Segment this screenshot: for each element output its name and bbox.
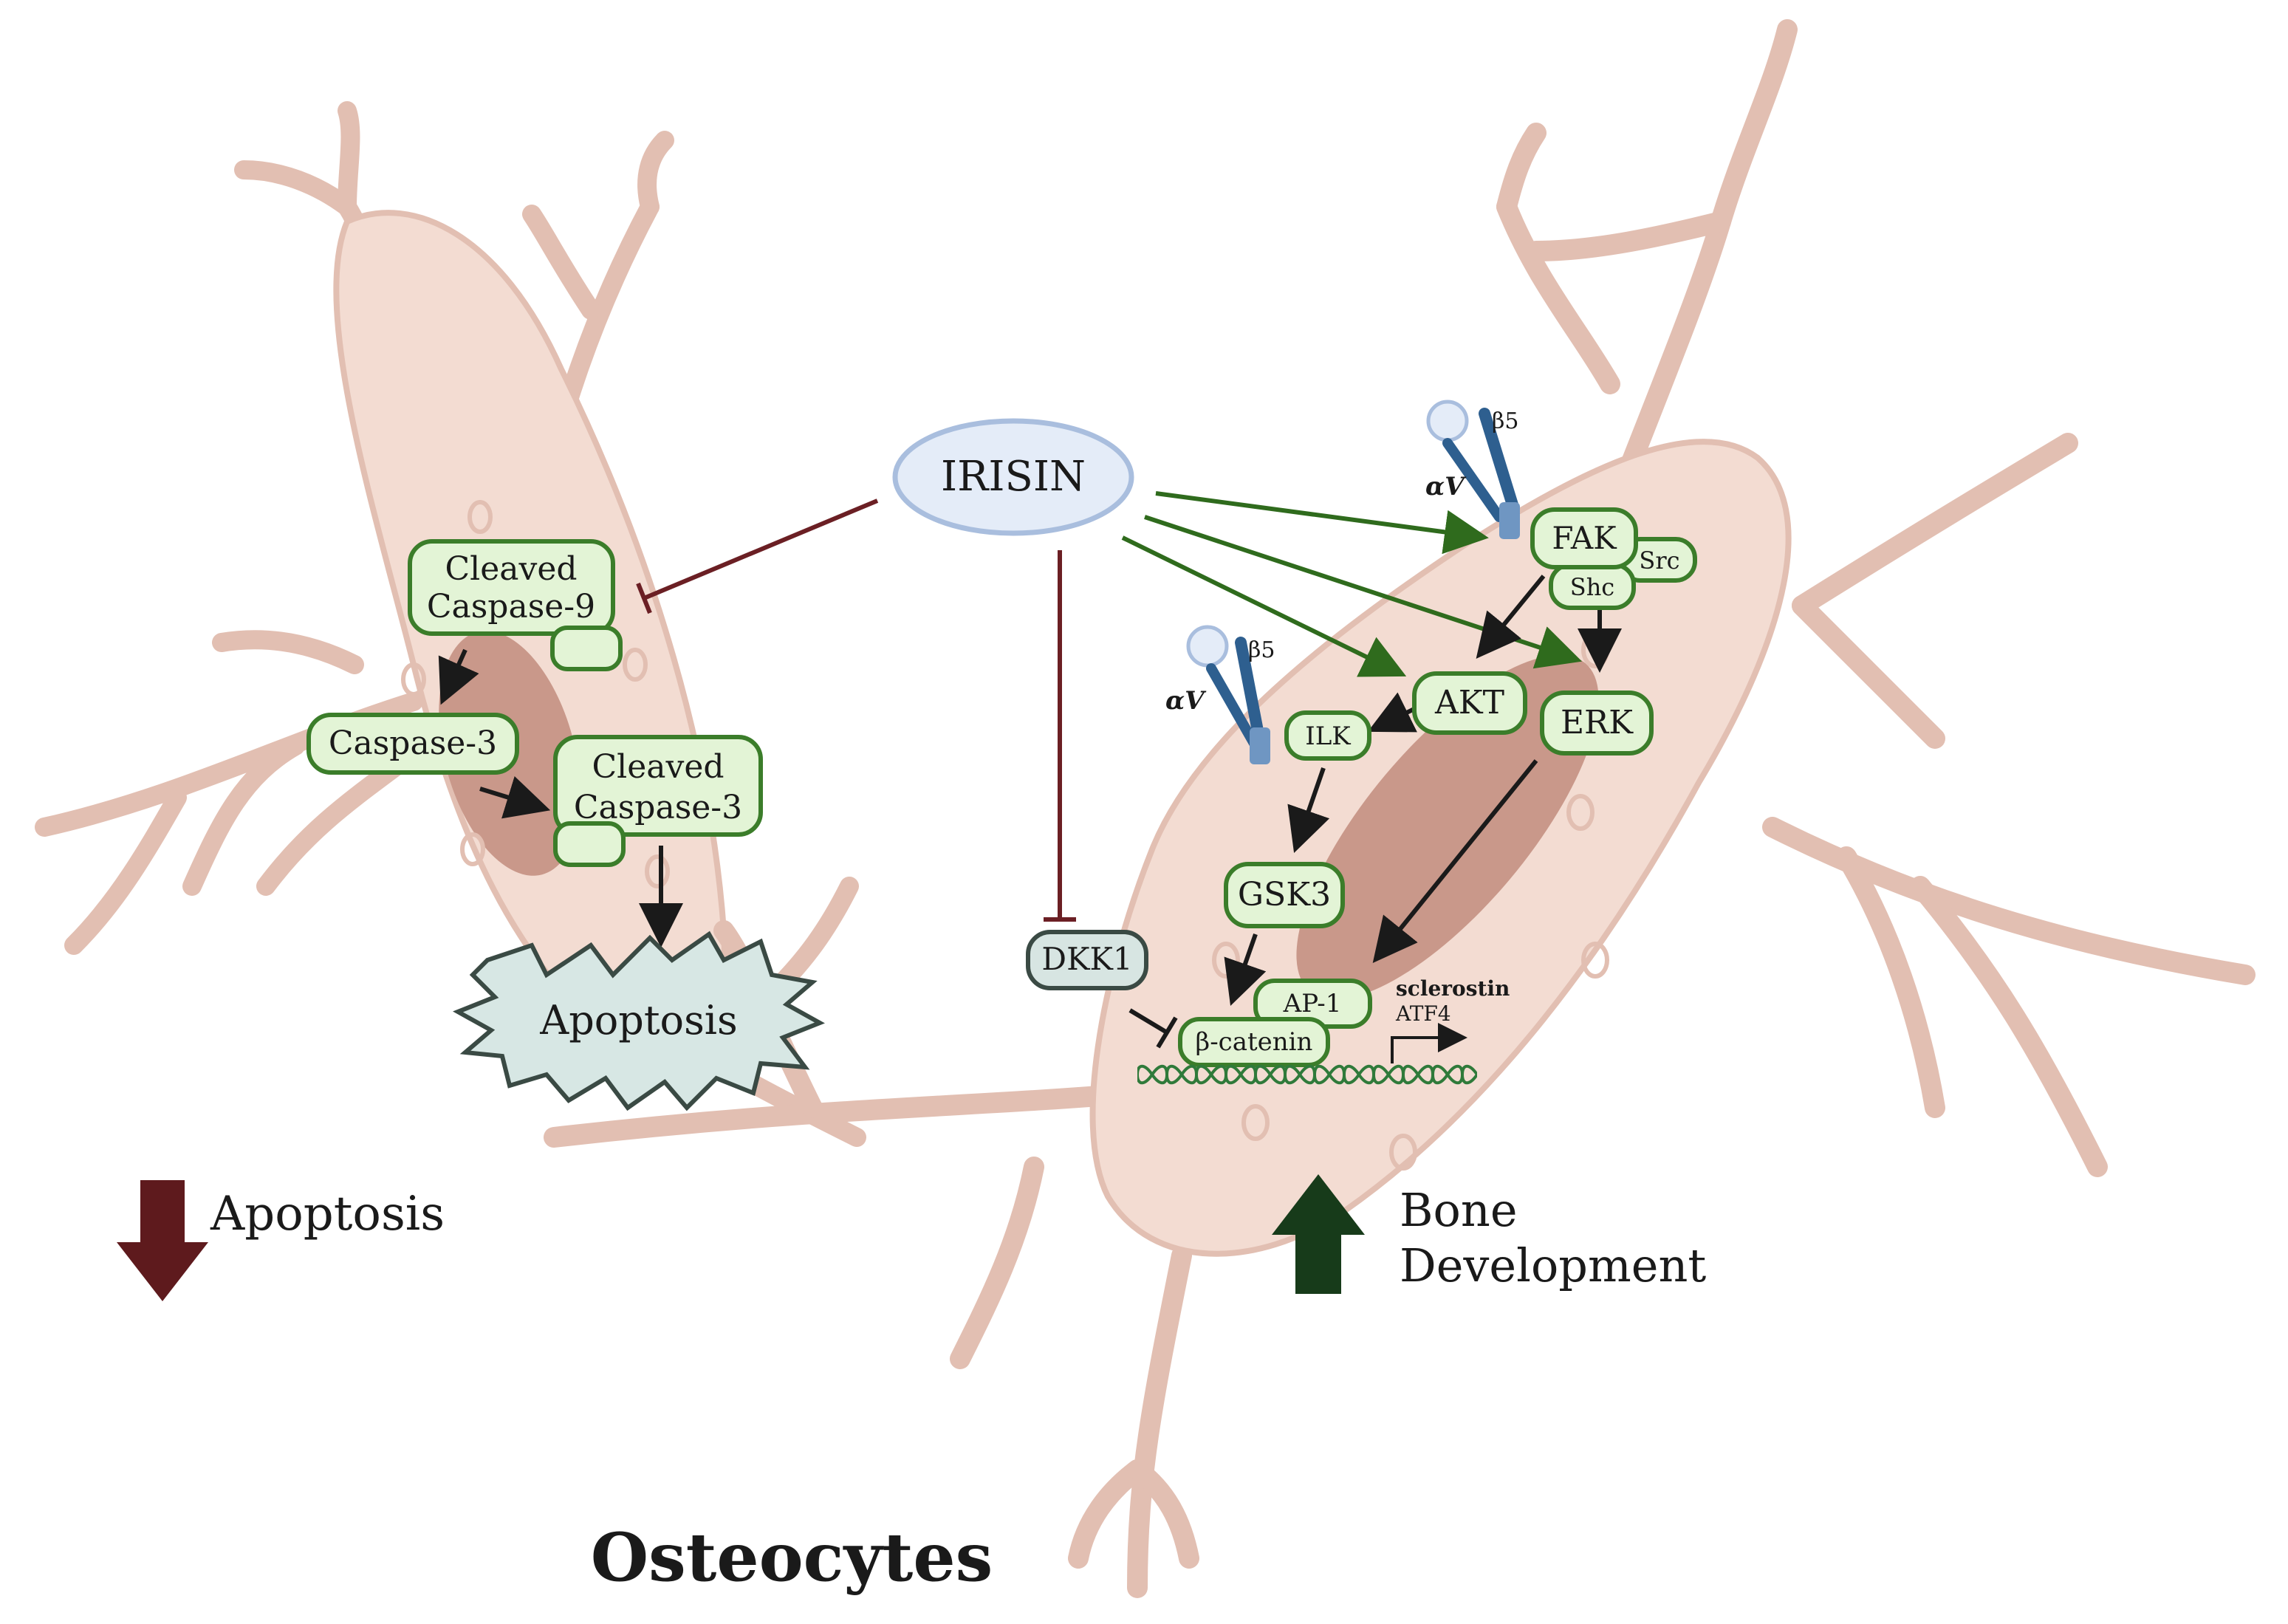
edge-ilk-gsk3	[1287, 767, 1330, 854]
gsk3-label: GSK3	[1238, 876, 1331, 914]
dkk1-label: DKK1	[1041, 941, 1132, 977]
ap1-label: AP-1	[1283, 989, 1342, 1018]
down-arrow-icon	[117, 1180, 208, 1301]
ilk-label: ILK	[1305, 722, 1351, 751]
akt-node: AKT	[1412, 671, 1527, 735]
up-arrow-icon	[1272, 1174, 1365, 1294]
integrin-top-alpha: αV	[1425, 472, 1467, 501]
integrin-top-beta: β5	[1492, 408, 1518, 434]
edge-irisin-fak	[1155, 491, 1489, 555]
irisin-node: IRISIN	[892, 418, 1134, 536]
cleaved-caspase9-line2: Caspase-9	[427, 588, 595, 626]
cleaved-caspase3-line2: Caspase-3	[574, 789, 742, 826]
edge-irisin-inhibits-cc9	[643, 498, 879, 600]
bone-development-up-indicator: Bone Development	[1272, 1174, 1706, 1294]
ilk-node: ILK	[1284, 710, 1371, 761]
target-gene-atf4: ATF4	[1395, 1001, 1451, 1026]
apoptosis-burst: Apoptosis	[453, 931, 825, 1111]
integrin-mid-alpha: αV	[1165, 686, 1207, 716]
erk-node: ERK	[1540, 691, 1654, 756]
gsk3-node: GSK3	[1224, 862, 1345, 928]
left-cell-vesicles	[401, 500, 670, 888]
edge-erk-transcription	[1372, 759, 1538, 964]
edge-gsk3-bcatenin	[1224, 933, 1267, 1006]
edge-cc9-casp3	[438, 648, 479, 705]
edge-casp3-cc3	[479, 775, 551, 819]
cleaved-caspase9-node: Cleaved Caspase-9	[408, 539, 623, 671]
caspase3-node: Caspase-3	[306, 713, 519, 775]
apoptosis-burst-label: Apoptosis	[539, 997, 738, 1044]
edge-irisin-akt	[1121, 535, 1407, 677]
cleaved-caspase3-node: Cleaved Caspase-3	[553, 735, 763, 867]
cleaved-caspase9-line1: Cleaved	[445, 550, 577, 588]
apoptosis-down-indicator: Apoptosis	[117, 1180, 445, 1301]
erk-label: ERK	[1561, 704, 1634, 741]
edge-irisin-inhibits-cc9-bar	[636, 582, 652, 614]
transcription-complex: AP-1 β-catenin sclerostin ATF4	[1137, 976, 1510, 1086]
cleaved-caspase3-line1: Cleaved	[592, 748, 724, 786]
edge-fak-akt	[1476, 575, 1546, 659]
akt-label: AKT	[1434, 684, 1504, 722]
integrin-mid-beta: β5	[1248, 637, 1275, 663]
dkk1-inhibits-bcatenin	[1128, 1008, 1178, 1049]
shc-label: Shc	[1570, 573, 1614, 601]
right-cell-nucleus	[1296, 654, 1599, 1000]
caspase3-label: Caspase-3	[329, 724, 497, 762]
right-osteocyte-cell	[544, 19, 2256, 1598]
inhibition-edges	[636, 498, 1076, 922]
transcription-start-arrow	[1391, 1023, 1467, 1063]
fak-node	[1530, 507, 1638, 569]
target-gene-sclerostin: sclerostin	[1396, 976, 1510, 1001]
beta-catenin-label: β-catenin	[1196, 1027, 1313, 1057]
bone-outcome-line2: Development	[1400, 1238, 1706, 1292]
dna-strand	[1137, 1063, 1477, 1086]
fak-src-shc-complex: Src Shc FAK	[1530, 507, 1697, 610]
apoptosis-outcome-label: Apoptosis	[210, 1187, 445, 1241]
src-label: Src	[1639, 547, 1679, 575]
integrin-receptor-top: αV β5	[1425, 400, 1520, 539]
integrin-receptor-mid: αV β5	[1165, 625, 1275, 764]
irisin-label: IRISIN	[941, 453, 1086, 501]
dkk1-node: DKK1	[1026, 930, 1148, 990]
fak-label: FAK	[1552, 520, 1617, 556]
bone-outcome-line1: Bone	[1400, 1183, 1518, 1237]
page-title: Osteocytes	[591, 1518, 993, 1597]
